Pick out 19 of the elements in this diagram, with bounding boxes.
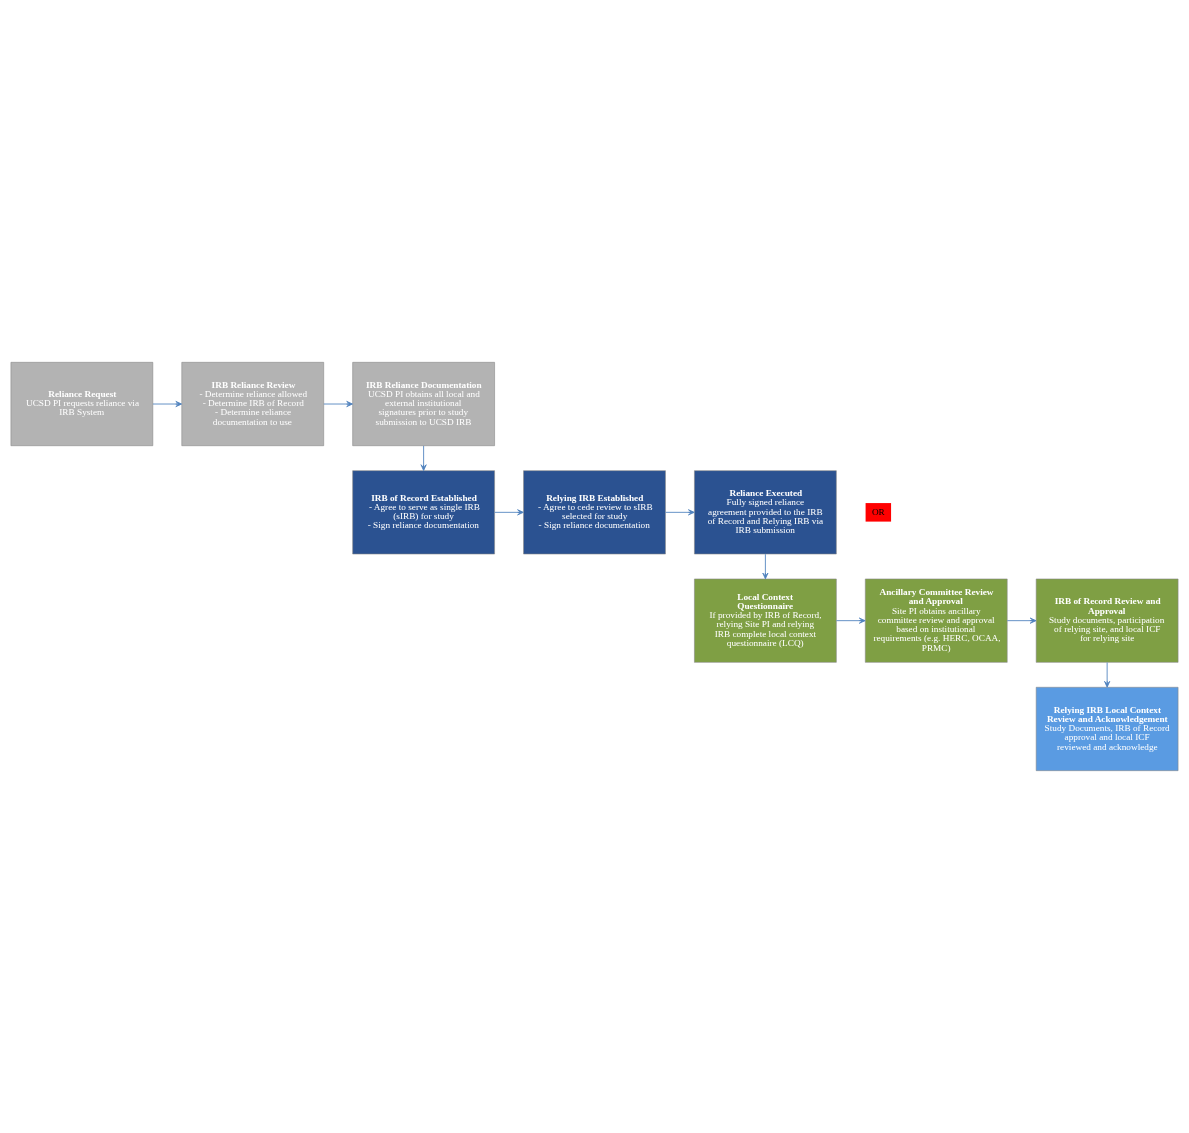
node-box: Ancillary Committee Review and Approval Site PI obtains ancillary committee review and approval based on institutional requirements (e.g. HERC, OCAA, PRMC) (865, 578, 1008, 663)
node-box: Reliance Executed Fully signed reliance agreement provided to the IRB of Record and Relying IRB via IRB submission (694, 470, 837, 555)
node-box: Local Context Questionnaire If provided by IRB of Record, relying Site PI and relying IRB complete local context questionnaire (LCQ) (694, 578, 837, 663)
node-box: Relying IRB Established - Agree to cede review to sIRB selected for study - Sign reliance documentation (523, 470, 666, 555)
arrow (762, 553, 769, 580)
arrow (420, 445, 427, 471)
arrow (323, 401, 353, 408)
node-box: IRB of Record Review and Approval Study documents, participation of relying site, and local ICF for relying site (1035, 578, 1179, 663)
arrow (1104, 662, 1111, 688)
arrow (836, 617, 866, 624)
node-box: Reliance Request UCSD PI requests reliance via IRB System (10, 362, 154, 447)
label: OR (871, 506, 885, 517)
node-box: Relying IRB Local Context Review and Acknowledgement Study Documents, IRB of Record approval and local ICF reviewed and acknowledge (1035, 687, 1179, 771)
arrow (1006, 617, 1037, 624)
arrow (665, 509, 695, 516)
arrow (152, 401, 183, 408)
node-box: IRB of Record Established - Agree to serve as single IRB (sIRB) for study - Sign reliance documentation (352, 470, 495, 555)
node-box: IRB Reliance Documentation UCSD PI obtains all local and external institutional signatures prior to study submission to UCSD IRB (352, 362, 495, 447)
arrow (494, 509, 524, 516)
